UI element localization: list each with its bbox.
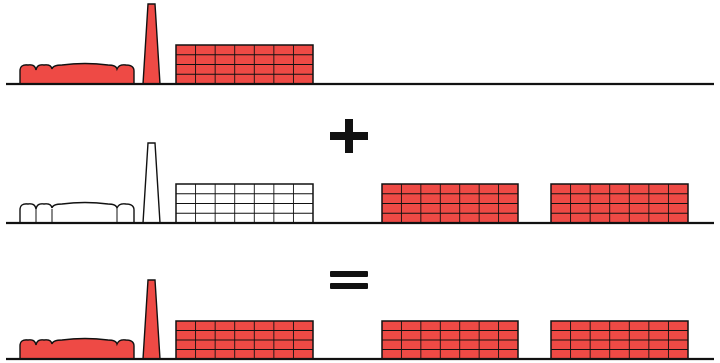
shed-building: [20, 64, 134, 85]
row-expansion: [6, 143, 714, 223]
shed-building: [20, 339, 134, 360]
plus-operator: [330, 119, 368, 153]
chimney: [143, 4, 160, 84]
equals-bottom-bar: [330, 283, 368, 289]
equals-top-bar: [330, 271, 368, 277]
chimney: [143, 143, 160, 223]
equals-operator: [330, 271, 368, 289]
row-existing: [6, 4, 714, 84]
row-result: [6, 280, 714, 359]
chimney: [143, 280, 160, 359]
plus-vertical-bar: [345, 119, 353, 153]
